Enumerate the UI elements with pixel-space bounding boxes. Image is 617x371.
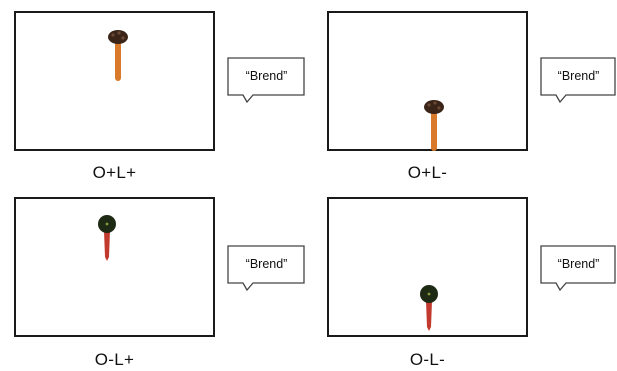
object-handle xyxy=(104,231,110,261)
novel-object-brush xyxy=(108,30,128,81)
object-handle xyxy=(115,41,121,81)
novel-object-brush xyxy=(424,100,444,151)
scene-panel-o-minus-l-minus xyxy=(327,197,528,337)
condition-label: O+L+ xyxy=(92,163,137,182)
condition-label: O-L+ xyxy=(94,350,135,369)
speech-bubble xyxy=(227,245,305,292)
spoken-word: “Brend” xyxy=(557,69,600,83)
scene-panel-o-minus-l-plus xyxy=(14,197,215,337)
object-handle xyxy=(426,301,432,331)
scene-panel-o-plus-l-minus xyxy=(327,11,528,151)
novel-object-wand xyxy=(98,215,116,261)
spoken-word: “Brend” xyxy=(245,69,288,83)
scene-panel-o-plus-l-plus xyxy=(14,11,215,151)
spoken-word: “Brend” xyxy=(557,257,600,271)
condition-label: O-L- xyxy=(409,350,446,369)
speech-bubble xyxy=(540,57,616,104)
condition-label: O+L- xyxy=(407,163,448,182)
speech-bubble xyxy=(227,57,305,104)
novel-object-wand xyxy=(420,285,438,331)
spoken-word: “Brend” xyxy=(245,257,288,271)
speech-bubble xyxy=(540,245,616,292)
object-handle xyxy=(431,111,437,151)
